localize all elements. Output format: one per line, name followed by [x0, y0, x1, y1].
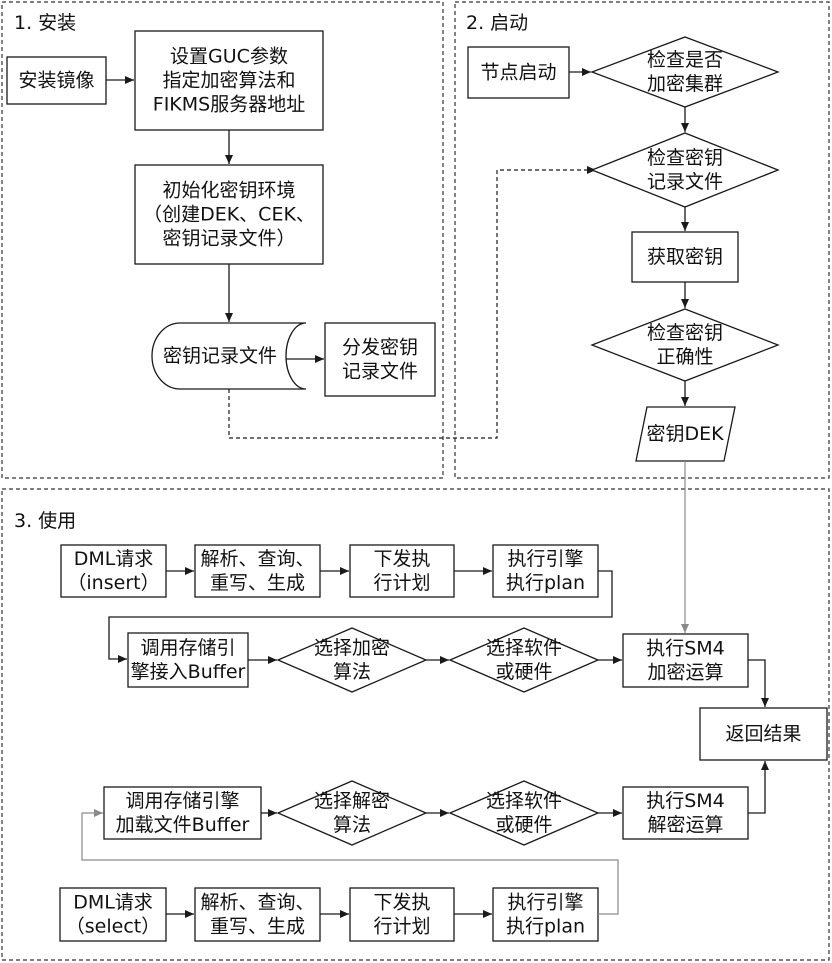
- arrow-sm4-encrypt-to-return: [748, 659, 769, 707]
- dashed-link-record-to-check: [228, 166, 596, 439]
- node-label-line: 调用存储引擎: [125, 790, 239, 812]
- node-label-line: 密钥记录文件）: [162, 228, 295, 250]
- node-label-line: 返回结果: [725, 723, 801, 745]
- node-label-line: 正确性: [656, 346, 713, 368]
- node-label-line: 选择软件: [486, 790, 562, 812]
- node-label-line: 选择解密: [314, 790, 390, 812]
- install-section-title: 1. 安装: [14, 12, 76, 34]
- node-start-node: 节点启动: [467, 46, 570, 99]
- node-label-line: 解析、查询、: [200, 892, 314, 914]
- node-label-line: 下发执: [373, 892, 430, 914]
- node-label-line: 重写、生成: [210, 572, 305, 594]
- arrow-engine-insert-to-storage: [108, 570, 613, 663]
- node-label-line: 调用存储引: [140, 637, 235, 659]
- node-label-line: 加载文件Buffer: [116, 814, 250, 836]
- node-label-line: 加密集群: [647, 73, 723, 95]
- node-label-line: 执行引擎: [507, 892, 583, 914]
- node-label-line: 设置GUC参数: [170, 46, 288, 68]
- node-label-line: 下发执: [373, 548, 430, 570]
- get-key-node: 获取密钥: [631, 231, 739, 283]
- startup-section-title: 2. 启动: [466, 12, 528, 34]
- node-label-line: （创建DEK、CEK、: [143, 204, 315, 226]
- node-label-line: 检查密钥: [647, 322, 723, 344]
- key-record-file-storage: 密钥记录文件: [151, 322, 307, 390]
- usage-section-title: 3. 使用: [14, 510, 76, 532]
- node-label-line: 执行plan: [506, 916, 585, 938]
- node-label-line: （select）: [66, 916, 160, 938]
- node-label-line: （insert）: [67, 572, 159, 594]
- node-label-line: 安装镜像: [18, 70, 94, 92]
- install-image-node: 安装镜像: [6, 56, 107, 105]
- node-label-line: 选择加密: [314, 637, 390, 659]
- node-label-line: 初始化密钥环境: [162, 180, 295, 202]
- node-label-line: FIKMS服务器地址: [153, 94, 305, 116]
- node-label-line: 指定加密算法和: [162, 70, 295, 92]
- node-label-line: DML请求: [73, 892, 153, 914]
- install-section-frame: [1, 1, 444, 479]
- node-label-line: 节点启动: [480, 62, 556, 84]
- node-label-line: 执行plan: [506, 572, 585, 594]
- node-label-line: DML请求: [74, 548, 154, 570]
- key-dek-data: 密钥DEK: [635, 406, 736, 462]
- node-label-line: 执行SM4: [646, 790, 725, 812]
- node-label-line: 记录文件: [647, 171, 723, 193]
- node-label-line: 重写、生成: [210, 916, 305, 938]
- init-key-env-node: 初始化密钥环境（创建DEK、CEK、密钥记录文件）: [134, 164, 324, 265]
- parse-select-node: 解析、查询、重写、生成: [194, 887, 321, 942]
- dml-select-node: DML请求（select）: [59, 887, 167, 942]
- parse-insert-node: 解析、查询、重写、生成: [194, 544, 321, 598]
- node-label-line: 分发密钥: [342, 337, 418, 359]
- node-label-line: 行计划: [373, 916, 430, 938]
- node-label-line: 密钥记录文件: [163, 345, 277, 367]
- usage-section-frame: [1, 488, 830, 961]
- node-label-line: 执行引擎: [507, 548, 583, 570]
- node-label-line: 加密运算: [647, 662, 723, 684]
- node-label-line: 擎接入Buffer: [131, 661, 246, 683]
- node-label-line: 获取密钥: [647, 246, 723, 268]
- return-result-node: 返回结果: [699, 707, 828, 761]
- node-label-line: 算法: [333, 814, 371, 836]
- node-label-line: 记录文件: [342, 361, 418, 383]
- node-label-line: 或硬件: [495, 814, 552, 836]
- node-label-line: 选择软件: [486, 637, 562, 659]
- arrow-engine-select-to-storage-load: [81, 809, 619, 915]
- node-label-line: 解析、查询、: [200, 548, 314, 570]
- node-label-line: 解密运算: [647, 814, 723, 836]
- arrow-sm4-decrypt-to-return: [748, 761, 769, 814]
- node-label-line: 检查是否: [647, 49, 723, 71]
- node-label-line: 算法: [333, 661, 371, 683]
- node-label-line: 检查密钥: [647, 147, 723, 169]
- dml-insert-node: DML请求（insert）: [60, 544, 167, 598]
- node-label-line: 或硬件: [495, 661, 552, 683]
- node-label-line: 行计划: [373, 572, 430, 594]
- startup-section-frame: [454, 1, 830, 479]
- node-label-line: 执行SM4: [646, 638, 725, 660]
- node-label-line: 密钥DEK: [646, 423, 724, 445]
